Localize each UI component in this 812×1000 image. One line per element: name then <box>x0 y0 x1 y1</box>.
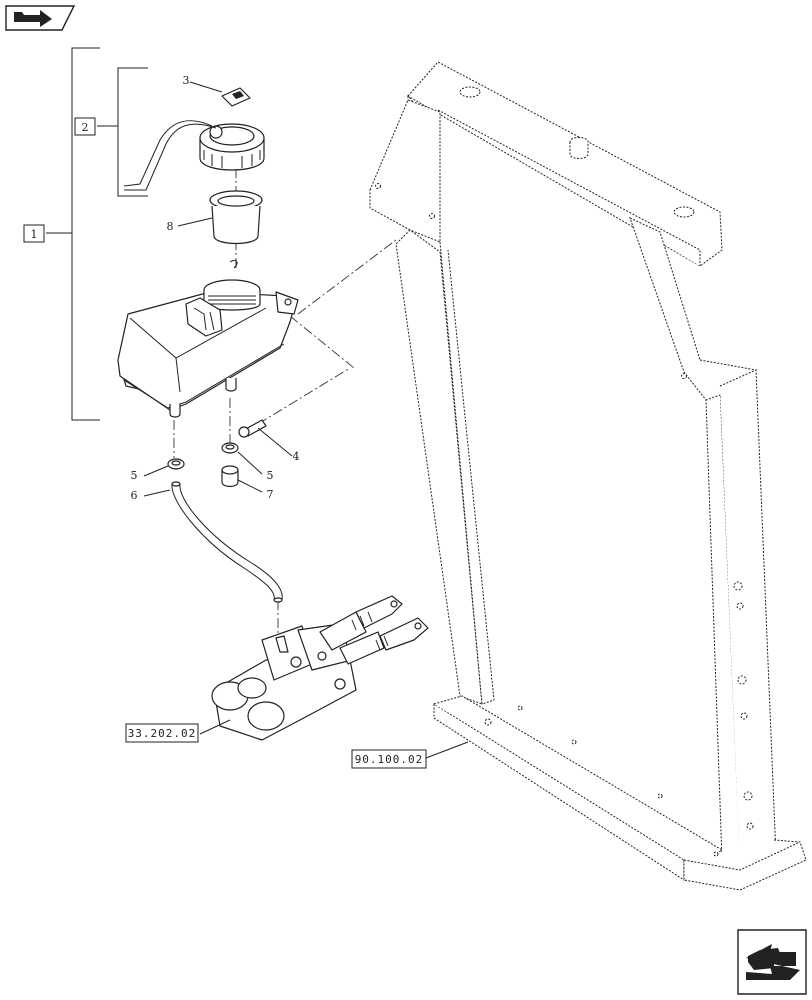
callout-2-label: 2 <box>82 121 89 134</box>
callout-8-label: 8 <box>167 220 174 233</box>
assembly-centerlines <box>173 168 397 644</box>
brake-master-cylinder <box>199 595 429 741</box>
pump-reference-link[interactable]: 33.202.02 <box>125 723 199 743</box>
callout-4-label: 4 <box>293 450 300 463</box>
frame-reference-label: 90.100.02 <box>355 753 424 766</box>
callout-3-label: 3 <box>183 74 190 87</box>
hose-clamp-right <box>221 442 263 475</box>
assembly-bracket-2 <box>97 67 148 197</box>
reservoir-hose <box>143 481 283 603</box>
assembly-bracket-1 <box>46 47 100 421</box>
callout-2-box[interactable]: 2 <box>74 117 96 136</box>
warning-label-decal <box>189 81 251 107</box>
mounting-screw <box>238 419 293 457</box>
hose-clamp-left <box>143 458 185 477</box>
frame-reference-link[interactable]: 90.100.02 <box>351 741 469 769</box>
callout-6-label: 6 <box>131 489 138 502</box>
callout-1-box[interactable]: 1 <box>23 224 45 243</box>
radiator-frame <box>369 61 807 891</box>
hydraulic-reservoir-tank <box>117 259 299 418</box>
pump-reference-label: 33.202.02 <box>128 727 197 740</box>
callout-5-right-label: 5 <box>267 469 274 482</box>
filler-strainer <box>177 190 263 245</box>
reservoir-cap <box>123 120 265 191</box>
blanking-plug <box>221 465 263 493</box>
prev-page-arrow-icon[interactable] <box>5 5 76 31</box>
callout-1-label: 1 <box>31 228 38 241</box>
callout-7-label: 7 <box>267 488 274 501</box>
next-page-arrow-icon[interactable] <box>737 929 807 995</box>
callout-5-left-label: 5 <box>131 469 138 482</box>
